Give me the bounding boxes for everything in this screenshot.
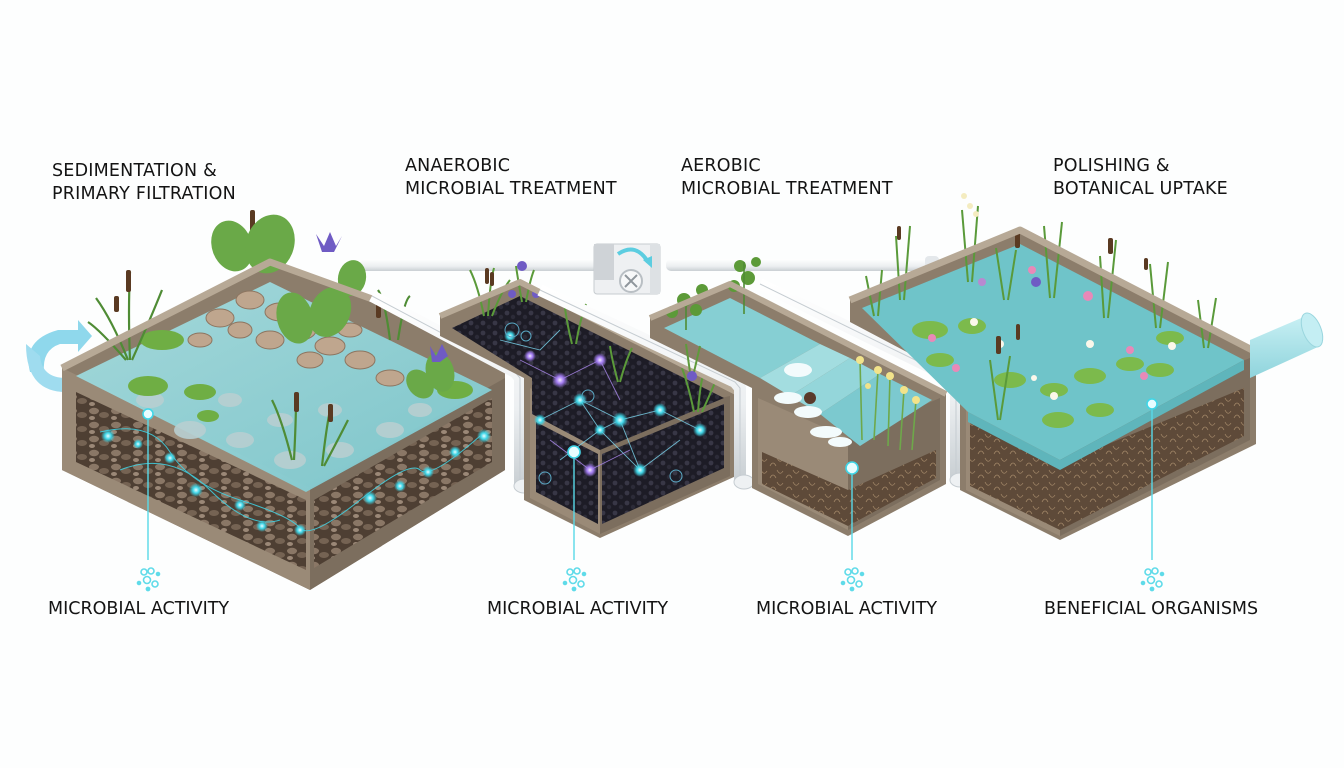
stage-title-line: MICROBIAL TREATMENT bbox=[405, 179, 617, 199]
stage-title-aerobic: AEROBIC MICROBIAL TREATMENT bbox=[681, 155, 893, 201]
aeration-pump-icon bbox=[593, 243, 661, 295]
stage-aerobic-basin bbox=[648, 257, 948, 536]
microbe-cluster-icon bbox=[1140, 567, 1165, 592]
stage-title-sedimentation: SEDIMENTATION & PRIMARY FILTRATION bbox=[52, 160, 236, 206]
stage-title-anaerobic: ANAEROBIC MICROBIAL TREATMENT bbox=[405, 155, 617, 201]
callout-anchors bbox=[142, 398, 1158, 475]
microbe-cluster-icon bbox=[562, 567, 587, 592]
stage-title-line: AEROBIC bbox=[681, 156, 761, 176]
callout-lines bbox=[147, 406, 1153, 560]
stage-title-line: MICROBIAL TREATMENT bbox=[681, 179, 893, 199]
stage-title-line: SEDIMENTATION & bbox=[52, 161, 217, 181]
microbe-cluster-icon bbox=[840, 567, 865, 592]
stage-title-line: BOTANICAL UPTAKE bbox=[1053, 179, 1228, 199]
stage-title-line: PRIMARY FILTRATION bbox=[52, 184, 236, 204]
stage-sedimentation-basin bbox=[60, 210, 507, 590]
stage-title-line: POLISHING & bbox=[1053, 156, 1170, 176]
inflow-arrow-icon bbox=[26, 320, 92, 392]
stage-anaerobic-basin bbox=[438, 261, 738, 538]
outflow-pipe-icon bbox=[1250, 312, 1324, 378]
callout-label-stage-3: MICROBIAL ACTIVITY bbox=[756, 599, 938, 619]
stage-title-polishing: POLISHING & BOTANICAL UPTAKE bbox=[1053, 155, 1228, 201]
callout-label-stage-4: BENEFICIAL ORGANISMS bbox=[1044, 599, 1259, 619]
callout-label-stage-2: MICROBIAL ACTIVITY bbox=[487, 599, 669, 619]
stage-title-line: ANAEROBIC bbox=[405, 156, 511, 176]
callout-label-stage-1: MICROBIAL ACTIVITY bbox=[48, 599, 230, 619]
transfer-pipe-2 bbox=[537, 284, 755, 490]
microbe-cluster-icon bbox=[136, 567, 161, 592]
